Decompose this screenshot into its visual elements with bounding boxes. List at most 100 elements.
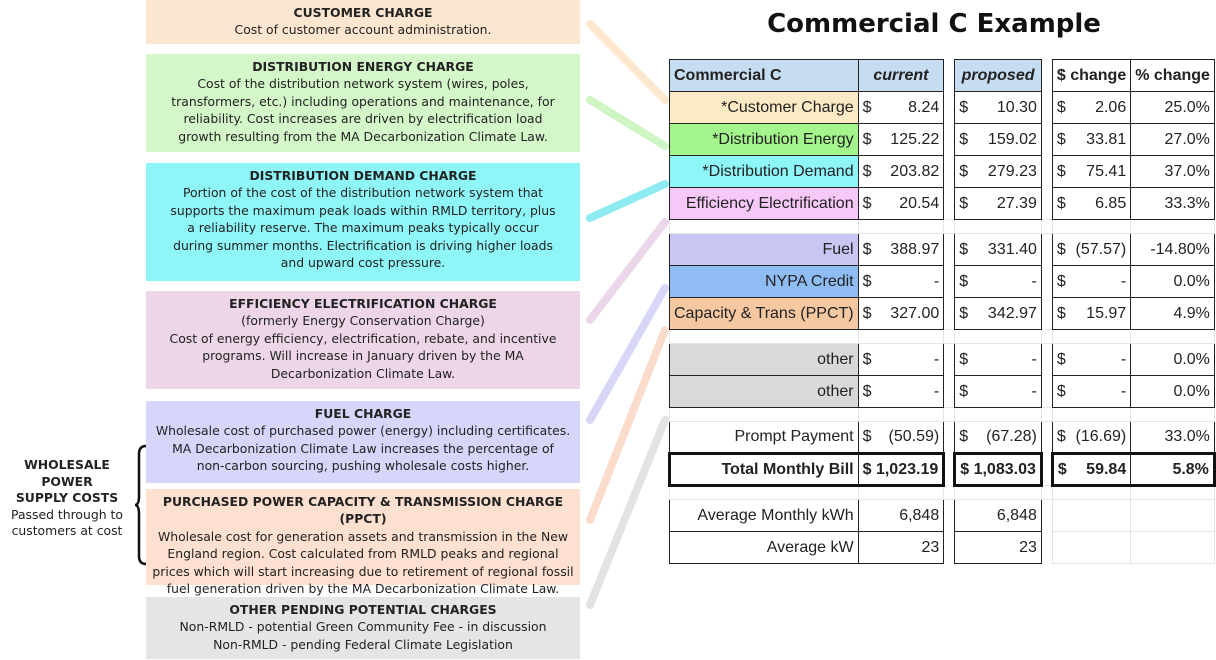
dollar-sign: $ (959, 194, 969, 212)
spacer-cell (943, 407, 956, 422)
empty-cell (1130, 531, 1215, 564)
table-row: NYPA Credit$-$-$-0.0% (669, 265, 1215, 298)
column-gap (1041, 123, 1053, 156)
amount: 388.97 (890, 240, 940, 258)
connector-line (586, 96, 669, 150)
dollar-sign: $ (959, 304, 969, 322)
dollar-change-value: $6.85 (1051, 187, 1132, 220)
column-gap (1041, 233, 1053, 266)
dollar-change-value: $59.84 (1050, 452, 1132, 487)
spacer-row (669, 219, 1215, 234)
amount: 2.06 (1095, 98, 1127, 116)
usage-label: Average Monthly kWh (669, 499, 859, 532)
column-gap (943, 375, 955, 408)
spacer-cell (669, 219, 859, 234)
proposed-value: $(67.28) (954, 421, 1042, 454)
dollar-sign: $ (1056, 272, 1066, 290)
wholesale-power-label: WHOLESALE POWER SUPPLY COSTS Passed thro… (0, 457, 134, 540)
charge-title: FUEL CHARGE (314, 406, 412, 421)
usage-label: Average kW (669, 531, 859, 564)
column-gap (1041, 297, 1053, 330)
column-gap (1041, 187, 1053, 220)
current-value: $327.00 (857, 297, 945, 330)
charge-title: CUSTOMER CHARGE (293, 5, 433, 20)
dollar-change-value: $2.06 (1051, 91, 1132, 124)
dollar-sign: $ (959, 428, 969, 445)
dollar-sign: $ (862, 350, 872, 368)
header-proposed: proposed (954, 59, 1042, 92)
dollar-sign: $ (1056, 428, 1066, 445)
percent-change-value: 37.0% (1130, 155, 1215, 188)
charge-description: Wholesale cost of purchased power (energ… (155, 423, 571, 474)
dollar-sign: $ (959, 130, 969, 148)
dollar-sign: $ (1056, 304, 1066, 322)
amount: 10.30 (996, 98, 1037, 116)
connector-line (586, 20, 669, 104)
dollar-sign: $ (862, 162, 872, 180)
amount: (57.57) (1075, 240, 1127, 258)
spacer-cell (1040, 219, 1053, 234)
charge-title: OTHER PENDING POTENTIAL CHARGES (229, 602, 497, 617)
usage-current: 23 (857, 531, 945, 564)
table-row: *Distribution Energy$125.22$159.02$33.81… (669, 123, 1215, 156)
header-percent-change: % change (1130, 59, 1215, 92)
spacer-cell (1130, 407, 1215, 422)
spacer-cell (857, 485, 945, 500)
dollar-sign: $ (862, 428, 872, 445)
column-gap (1041, 531, 1053, 564)
usage-current: 6,848 (857, 499, 945, 532)
table-row: other$-$-$-0.0% (669, 375, 1215, 408)
dollar-sign: $ (1056, 382, 1066, 400)
charge-box-customer-charge: CUSTOMER CHARGE Cost of customer account … (146, 0, 580, 44)
row-label: Total Monthly Bill (668, 452, 859, 487)
spacer-cell (1130, 219, 1215, 234)
amount: 27.39 (996, 194, 1037, 212)
dollar-sign: $ (959, 382, 969, 400)
dollar-sign: $ (862, 304, 872, 322)
charge-description: Non-RMLD - potential Green Community Fee… (179, 619, 547, 652)
charge-description: Cost of the distribution network system … (171, 76, 555, 144)
dollar-change-value: $- (1051, 375, 1132, 408)
percent-change-value: 4.9% (1130, 297, 1215, 330)
empty-cell (1051, 531, 1132, 564)
percent-change-value: 0.0% (1130, 343, 1215, 376)
spacer-cell (954, 329, 1042, 344)
dollar-sign: $ (1056, 130, 1066, 148)
amount: 59.84 (1086, 460, 1127, 478)
column-gap (1041, 375, 1053, 408)
charge-title: PURCHASED POWER CAPACITY & TRANSMISSION … (162, 494, 564, 527)
column-gap (1041, 421, 1053, 454)
spacer-cell (1051, 219, 1132, 234)
column-gap (1041, 453, 1053, 486)
spacer-cell (1051, 407, 1132, 422)
row-label: Fuel (669, 233, 859, 266)
charge-box-other-pending-potential-charges: OTHER PENDING POTENTIAL CHARGES Non-RMLD … (146, 597, 580, 659)
current-value: $125.22 (857, 123, 945, 156)
column-gap (1041, 59, 1053, 92)
amount: 6.85 (1095, 194, 1127, 212)
proposed-value: $342.97 (954, 297, 1042, 330)
spacer-cell (1130, 485, 1215, 500)
amount: - (1120, 350, 1127, 368)
current-value: $20.54 (857, 187, 945, 220)
column-gap (1041, 155, 1053, 188)
column-gap (943, 91, 955, 124)
percent-change-value: 5.8% (1130, 452, 1216, 487)
charge-description: Portion of the cost of the distribution … (170, 185, 556, 271)
bracket-brace-icon (134, 444, 147, 566)
proposed-value: $- (954, 265, 1042, 298)
proposed-value: $- (954, 375, 1042, 408)
connector-line (586, 416, 669, 609)
proposed-value: $ 1,083.03 (953, 452, 1043, 487)
column-gap (943, 531, 955, 564)
amount: 327.00 (890, 304, 940, 322)
connector-line (586, 180, 669, 222)
usage-proposed: 23 (954, 531, 1042, 564)
charge-description: Cost of customer account administration. (234, 22, 492, 38)
column-gap (943, 123, 955, 156)
charge-title: DISTRIBUTION ENERGY CHARGE (252, 59, 474, 74)
